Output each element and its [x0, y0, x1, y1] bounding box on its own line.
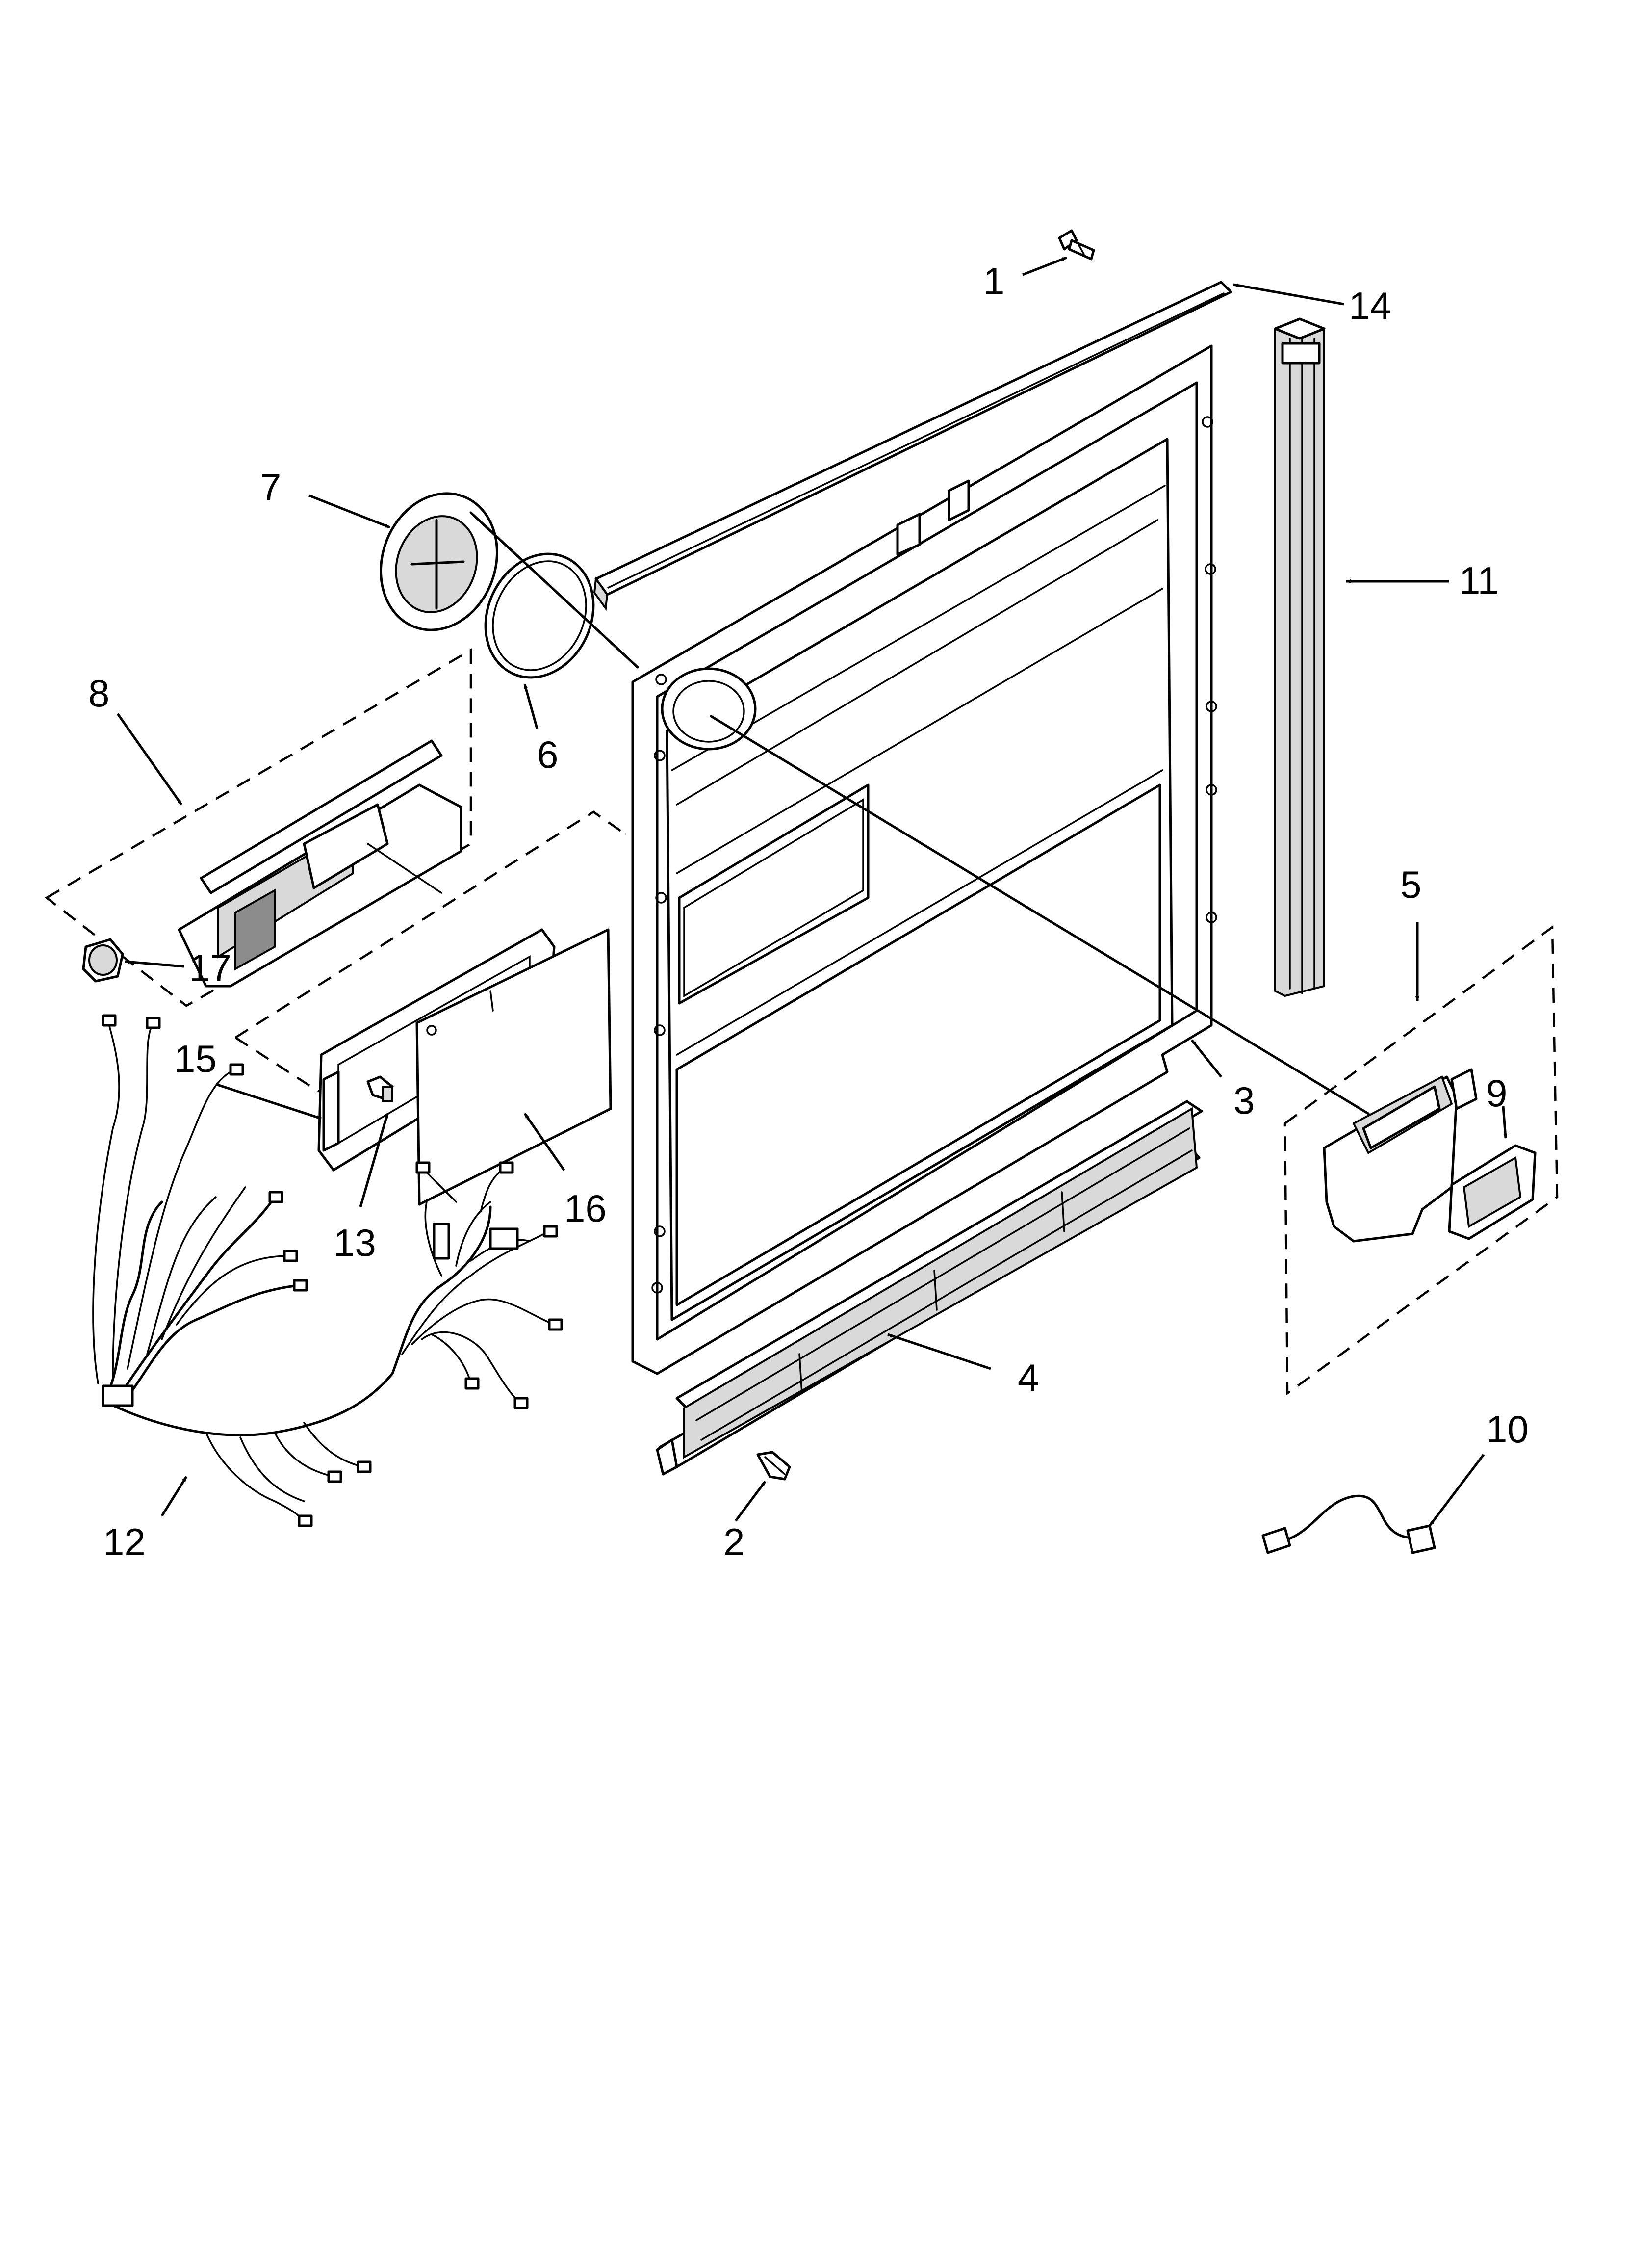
callout-12: 12: [103, 1520, 146, 1564]
gasket-ring: [484, 552, 595, 679]
callout-3: 3: [1233, 1079, 1255, 1122]
callout-labels: 1 2 3 4 5 6 7 8 9 10 11 12 13 14 15 16 1…: [88, 260, 1529, 1564]
callout-16: 16: [564, 1187, 607, 1230]
door-panel: [631, 344, 1217, 1375]
callout-17: 17: [189, 946, 231, 990]
callout-8: 8: [88, 672, 109, 715]
callout-2: 2: [723, 1520, 744, 1564]
junction-box: [1283, 925, 1559, 1396]
explode-lines: [469, 511, 1370, 1115]
vent-cover: [380, 492, 498, 631]
dispenser-assembly: [44, 648, 472, 1007]
screw-bottom: [756, 1451, 791, 1481]
callout-1: 1: [983, 260, 1004, 303]
wire-harness: [92, 1014, 563, 1527]
callout-11: 11: [1459, 559, 1499, 602]
callout-10: 10: [1486, 1408, 1529, 1451]
callout-15: 15: [174, 1037, 217, 1080]
side-strip: [1274, 317, 1326, 997]
callout-arrows: [116, 256, 1508, 1527]
callout-13: 13: [334, 1221, 376, 1264]
control-board: [415, 928, 612, 1206]
callout-5: 5: [1400, 863, 1421, 906]
bottom-vent: [656, 1100, 1203, 1476]
small-wire: [1261, 1494, 1436, 1554]
callout-6: 6: [537, 733, 558, 776]
callout-7: 7: [260, 466, 281, 509]
rect-gasket: [1448, 1144, 1537, 1240]
screw-small: [366, 1075, 394, 1102]
knob: [82, 938, 124, 983]
callout-14: 14: [1349, 284, 1391, 327]
vent-slats: [695, 1127, 1193, 1441]
screw-top: [1058, 229, 1095, 261]
callout-9: 9: [1486, 1071, 1507, 1115]
callout-4: 4: [1018, 1356, 1039, 1399]
top-trim-strip: [593, 281, 1232, 611]
harness-connectors: [102, 1014, 563, 1527]
